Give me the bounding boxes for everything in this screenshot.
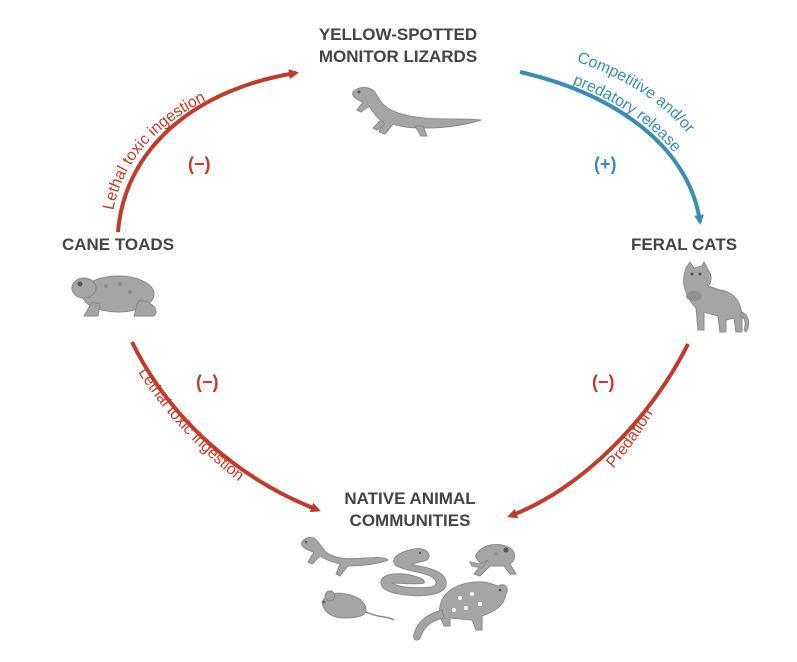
arrow-toads-to-monitor [116,69,299,233]
node-title-monitor-line1: YELLOW-SPOTTED [319,25,477,44]
sign-cats-native: (−) [592,372,615,392]
arrow-cats-to-native [507,343,690,519]
quoll-icon [413,581,508,641]
edge-label-toads-native: Lethal toxic ingestion [135,365,247,485]
sign-toads-native: (−) [196,372,219,392]
node-title-native-line1: NATIVE ANIMAL [344,489,475,508]
edge-label-toads-monitor: Lethal toxic ingestion [101,89,208,212]
node-title-cane-toads: CANE TOADS [62,235,174,254]
arrow-monitor-to-cats [519,70,704,225]
lizard-icon [301,537,390,577]
arrow-toads-to-native [130,341,321,513]
mouse-icon [321,590,395,621]
node-title-feral-cats: FERAL CATS [631,235,737,254]
sign-monitor-cats: (+) [594,154,617,174]
node-title-native-line2: COMMUNITIES [350,511,471,530]
monitor-lizard-icon [352,87,482,137]
cane-toad-icon [71,275,157,317]
feral-cat-icon [683,260,750,333]
sign-toads-monitor: (−) [188,154,211,174]
snake-icon [380,548,447,597]
frog-icon [469,544,517,577]
edge-label-cats-native: Predation [603,406,656,471]
node-title-monitor-line2: MONITOR LIZARDS [319,47,477,66]
